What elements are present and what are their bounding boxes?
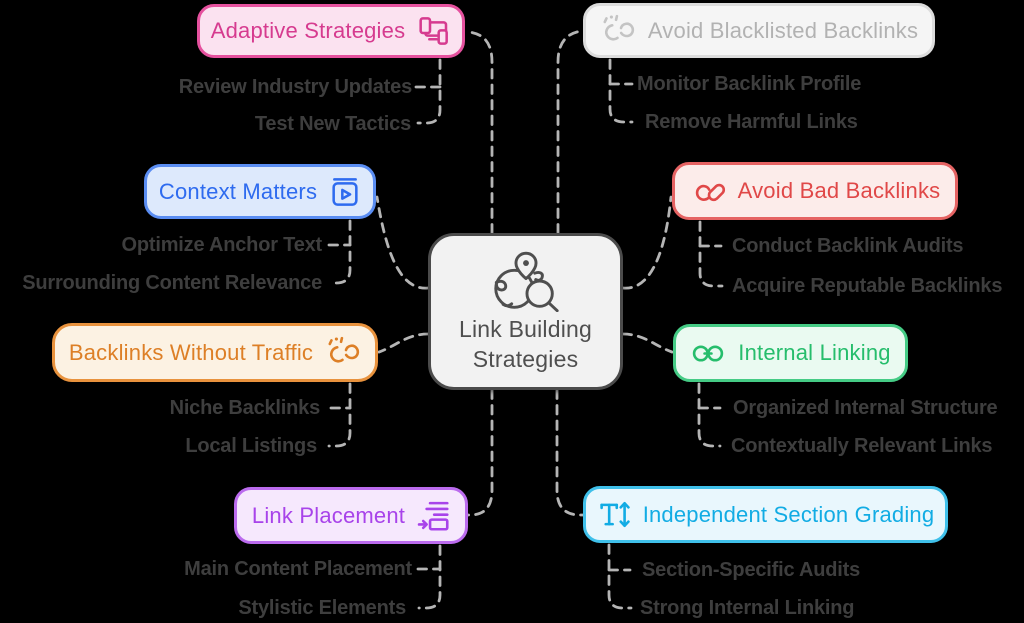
globe-pin-search-icon	[488, 250, 564, 312]
child-label: Review Industry Updates	[178, 76, 412, 98]
child-label: Section-Specific Audits	[642, 559, 861, 581]
child-label: Strong Internal Linking	[640, 597, 855, 619]
branch-label: Link Placement	[251, 502, 406, 528]
child-label: Organized Internal Structure	[733, 397, 998, 419]
branch-label: Independent Section Grading	[642, 501, 935, 527]
child-label: Test New Tactics	[254, 113, 411, 135]
child-label: Monitor Backlink Profile	[637, 73, 862, 95]
child-label: Local Listings	[185, 435, 317, 457]
child-label: Acquire Reputable Backlinks	[732, 275, 1003, 297]
chain-link-icon	[690, 337, 726, 370]
branch-node-context-matters: Context Matters	[144, 164, 376, 219]
branch-node-avoid-blacklisted-backlinks: Avoid Blacklisted Backlinks	[583, 3, 935, 58]
child-label: Conduct Backlink Audits	[732, 235, 964, 257]
branch-label: Avoid Blacklisted Backlinks	[647, 17, 919, 43]
branch-node-adaptive-strategies: Adaptive Strategies	[197, 4, 465, 58]
broken-chain-icon	[690, 175, 726, 208]
video-frame-icon	[329, 176, 361, 208]
child-label: Contextually Relevant Links	[731, 435, 993, 457]
broken-link-sparks-icon	[600, 14, 636, 47]
devices-icon	[417, 15, 451, 47]
branch-label: Internal Linking	[738, 340, 891, 365]
branch-node-avoid-bad-backlinks: Avoid Bad Backlinks	[672, 162, 958, 220]
text-height-icon	[597, 498, 631, 531]
child-label: Main Content Placement	[184, 558, 412, 580]
branch-node-link-placement: Link Placement	[234, 487, 468, 544]
child-label: Optimize Anchor Text	[121, 234, 323, 256]
branch-node-internal-linking: Internal Linking	[673, 324, 908, 382]
child-label: Remove Harmful Links	[645, 111, 858, 133]
branch-label: Backlinks Without Traffic	[68, 339, 314, 365]
child-label: Stylistic Elements	[238, 597, 406, 619]
branch-label: Avoid Bad Backlinks	[737, 178, 941, 203]
branch-node-backlinks-without-traffic: Backlinks Without Traffic	[52, 323, 378, 382]
branch-label: Context Matters	[158, 178, 318, 204]
insert-content-arrow-icon	[417, 499, 450, 532]
broken-link-sparks-icon	[325, 336, 361, 369]
child-label: Surrounding Content Relevance	[22, 272, 322, 294]
branch-label: Adaptive Strategies	[210, 18, 406, 43]
child-label: Niche Backlinks	[169, 397, 321, 419]
branch-node-independent-section-grading: Independent Section Grading	[583, 486, 948, 543]
